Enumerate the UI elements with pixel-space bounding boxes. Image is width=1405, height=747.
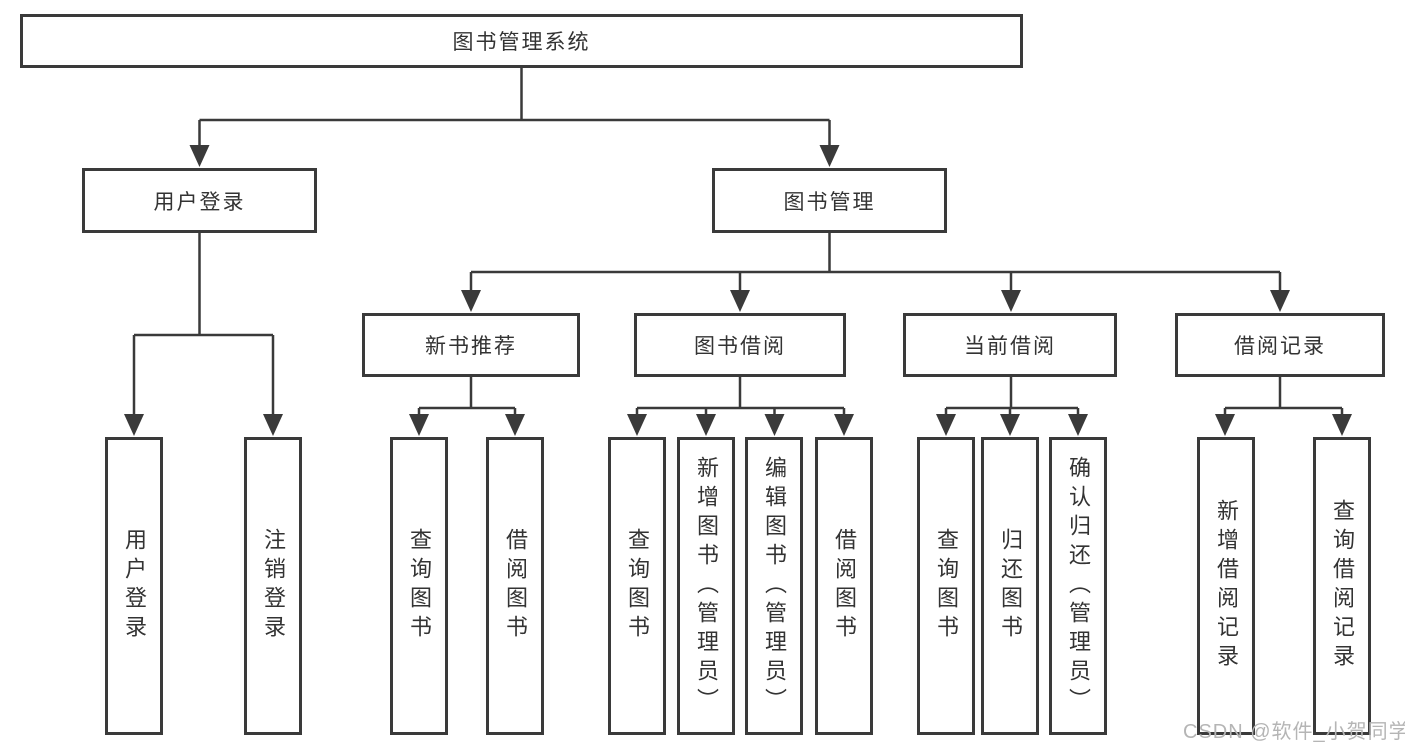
- arrowhead-icon: [263, 414, 283, 436]
- leaf-borrow-query-book-label: 查询图书: [625, 528, 650, 644]
- arrowhead-icon: [834, 414, 854, 436]
- leaf-add-borrow-record: 新增借阅记录: [1197, 437, 1255, 735]
- node-user-login-label: 用户登录: [153, 190, 246, 214]
- leaf-borrow-book-label: 借阅图书: [832, 528, 857, 644]
- connector-userlogin-to-leaves: [132, 233, 275, 418]
- arrowhead-icon: [1332, 414, 1352, 436]
- node-current-borrow-label: 当前借阅: [964, 335, 1056, 358]
- node-current-borrow: 当前借阅: [903, 313, 1117, 377]
- leaf-query-borrow-record: 查询借阅记录: [1313, 437, 1371, 735]
- arrowhead-icon: [764, 414, 785, 436]
- arrowhead-icon: [1270, 290, 1290, 312]
- arrowhead-icon: [936, 414, 956, 436]
- leaf-edit-book-admin: 编辑图书（管理员）: [745, 437, 803, 735]
- node-new-book-recommend-label: 新书推荐: [425, 335, 517, 358]
- leaf-add-borrow-record-label: 新增借阅记录: [1214, 499, 1239, 673]
- arrowhead-icon: [627, 414, 647, 436]
- connector-newbookrec-to-leaves: [417, 377, 517, 418]
- leaf-logout-label: 注销登录: [261, 528, 286, 644]
- connector-root-to-level2: [198, 68, 831, 150]
- node-book-management: 图书管理: [712, 168, 947, 233]
- leaf-user-login-label: 用户登录: [122, 528, 147, 644]
- leaf-add-book-admin-label: 新增图书（管理员）: [694, 455, 719, 717]
- arrowhead-icon: [819, 145, 840, 167]
- leaf-add-book-admin: 新增图书（管理员）: [677, 437, 735, 735]
- leaf-user-login: 用户登录: [105, 437, 163, 735]
- arrowhead-icon: [124, 414, 144, 436]
- node-borrow-record: 借阅记录: [1175, 313, 1385, 377]
- leaf-borrow-book: 借阅图书: [815, 437, 873, 735]
- arrowhead-icon: [461, 290, 481, 312]
- leaf-confirm-return-admin: 确认归还（管理员）: [1049, 437, 1107, 735]
- node-book-borrow-label: 图书借阅: [694, 335, 786, 358]
- node-root-label: 图书管理系统: [452, 31, 591, 54]
- arrowhead-icon: [1068, 414, 1088, 436]
- leaf-rec-borrow-book-label: 借阅图书: [503, 528, 528, 644]
- leaf-edit-book-admin-label: 编辑图书（管理员）: [762, 455, 787, 717]
- node-new-book-recommend: 新书推荐: [362, 313, 580, 377]
- leaf-current-query-book: 查询图书: [917, 437, 975, 735]
- node-user-login: 用户登录: [82, 168, 317, 233]
- connector-bookmgmt-to-level3: [469, 233, 1282, 294]
- arrowhead-icon: [730, 290, 750, 312]
- leaf-rec-query-book-label: 查询图书: [407, 528, 432, 644]
- leaf-return-book: 归还图书: [981, 437, 1039, 735]
- connector-borrowrecord-to-leaves: [1223, 377, 1344, 418]
- arrowhead-icon: [1000, 414, 1020, 436]
- node-book-management-label: 图书管理: [783, 190, 876, 214]
- arrowhead-icon: [189, 145, 210, 167]
- leaf-confirm-return-admin-label: 确认归还（管理员）: [1066, 455, 1091, 717]
- leaf-query-borrow-record-label: 查询借阅记录: [1330, 499, 1355, 673]
- node-borrow-record-label: 借阅记录: [1234, 335, 1326, 358]
- watermark: CSDN @软件_小贺同学: [1183, 721, 1405, 743]
- connector-currentborrow-to-leaves: [944, 377, 1080, 418]
- connector-bookborrow-to-leaves: [635, 377, 846, 418]
- leaf-borrow-query-book: 查询图书: [608, 437, 666, 735]
- leaf-current-query-book-label: 查询图书: [934, 528, 959, 644]
- arrowhead-icon: [1001, 290, 1021, 312]
- leaf-rec-borrow-book: 借阅图书: [486, 437, 544, 735]
- arrowhead-icon: [505, 414, 525, 436]
- leaf-logout: 注销登录: [244, 437, 302, 735]
- arrowhead-icon: [696, 414, 716, 436]
- leaf-rec-query-book: 查询图书: [390, 437, 448, 735]
- arrowhead-icon: [1215, 414, 1235, 436]
- node-root: 图书管理系统: [20, 14, 1023, 68]
- arrowhead-icon: [409, 414, 429, 436]
- node-book-borrow: 图书借阅: [634, 313, 846, 377]
- leaf-return-book-label: 归还图书: [998, 528, 1023, 644]
